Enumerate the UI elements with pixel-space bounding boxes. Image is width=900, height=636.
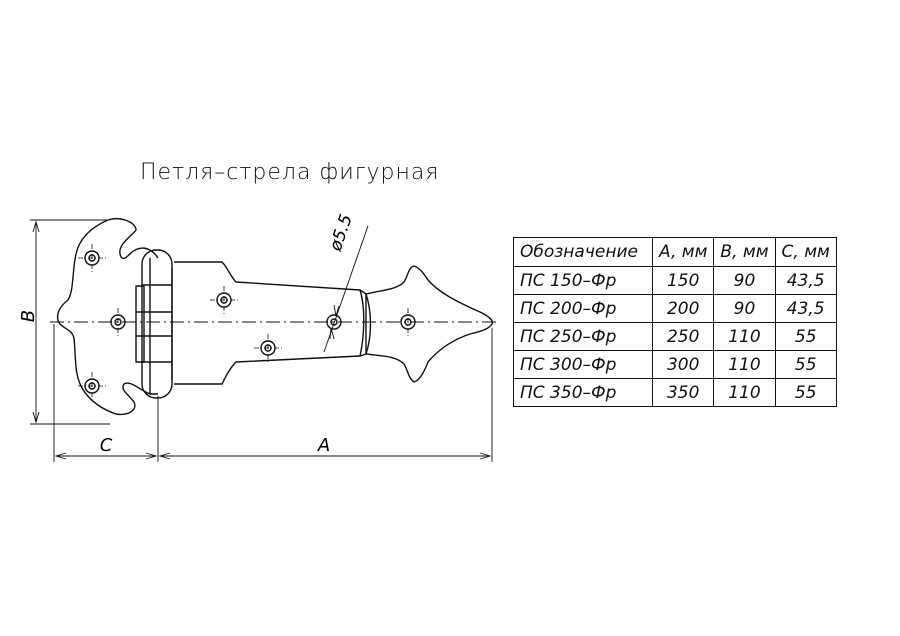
drawing-title: Петля–стрела фигурная: [140, 160, 440, 185]
cell-b: 90: [713, 266, 776, 295]
spec-table: Обозначение A, мм B, мм C, мм ПС 150–Фр …: [513, 237, 837, 407]
table-row: ПС 200–Фр 200 90 43,5: [513, 294, 837, 323]
cell-designation: ПС 350–Фр: [513, 378, 653, 407]
cell-c: 43,5: [774, 266, 837, 295]
hole-leader-line: [323, 225, 369, 353]
table-row: ПС 350–Фр 350 110 55: [513, 378, 837, 407]
table-row: ПС 300–Фр 300 110 55: [513, 350, 837, 379]
cell-a: 150: [651, 266, 715, 295]
cell-a: 300: [651, 350, 715, 379]
header-designation: Обозначение: [513, 237, 653, 267]
cell-c: 55: [774, 350, 837, 379]
dimension-b-label: B: [18, 310, 39, 322]
cell-b: 90: [713, 294, 776, 323]
table-header-row: Обозначение A, мм B, мм C, мм: [513, 237, 837, 267]
cell-b: 110: [713, 378, 776, 407]
left-leaf-outline: [56, 218, 159, 416]
cell-b: 110: [713, 350, 776, 379]
dimension-a-label: A: [317, 435, 330, 456]
cell-a: 200: [651, 294, 715, 323]
table-row: ПС 150–Фр 150 90 43,5: [513, 266, 837, 295]
cell-designation: ПС 150–Фр: [513, 266, 653, 295]
cell-b: 110: [713, 322, 776, 351]
header-c: C, мм: [774, 237, 837, 267]
dimension-c-label: C: [100, 435, 113, 456]
arrow-head-outline: [365, 265, 494, 383]
hole-diameter-label: ø5.5: [325, 212, 356, 255]
hinge-knuckle: [141, 249, 173, 399]
cell-designation: ПС 250–Фр: [513, 322, 653, 351]
cell-a: 350: [651, 378, 715, 407]
strap-outline: [174, 261, 367, 385]
cell-c: 55: [774, 322, 837, 351]
header-a: A, мм: [651, 237, 715, 267]
strap-joint: [359, 289, 365, 357]
cell-a: 250: [651, 322, 715, 351]
cell-c: 43,5: [774, 294, 837, 323]
header-b: B, мм: [713, 237, 776, 267]
cell-designation: ПС 200–Фр: [513, 294, 653, 323]
cell-designation: ПС 300–Фр: [513, 350, 653, 379]
table-row: ПС 250–Фр 250 110 55: [513, 322, 837, 351]
cell-c: 55: [774, 378, 837, 407]
